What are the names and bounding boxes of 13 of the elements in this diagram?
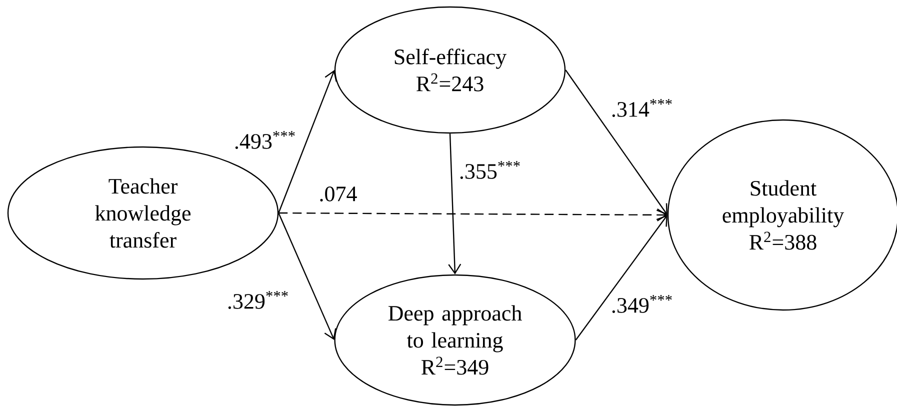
arrow [448,134,462,274]
arrow [278,212,336,340]
edge-label: .355$^{***}$ [458,160,522,180]
arrow [565,70,668,215]
arrow [278,208,668,222]
edge-label: .349$^{***}$ [610,294,674,314]
edge-label: .329$^{***}$ [226,290,290,310]
ellipse-node: Deep approach to learning R$^{2}$=349 [334,274,576,406]
arrow [575,214,668,340]
edge-label: .314$^{***}$ [610,98,674,118]
arrow [278,70,337,214]
edge-label: .074 [318,186,358,202]
ellipse-node: Self-efficacy R$^{2}$=243 [334,6,566,134]
